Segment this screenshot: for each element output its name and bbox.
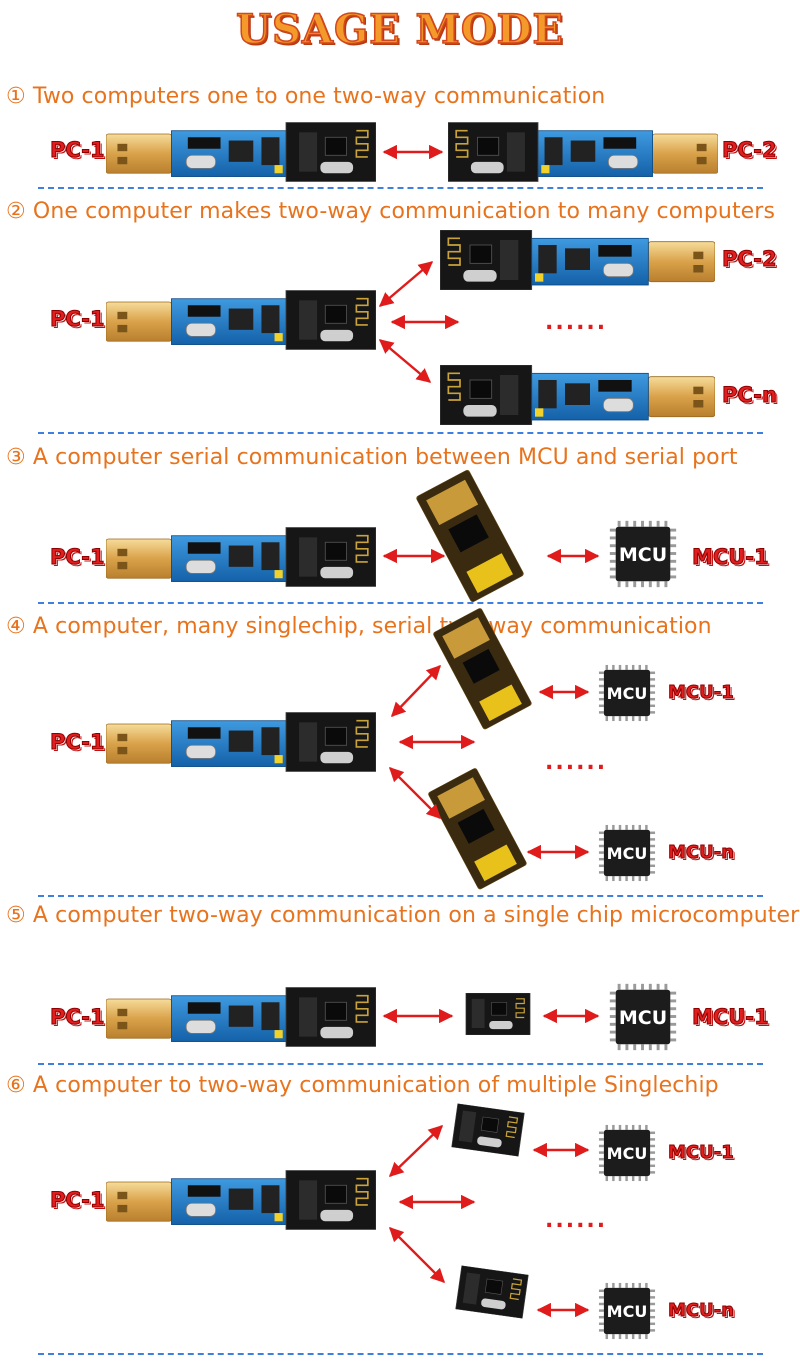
section-4-title: ④ A computer, many singlechip, serial tw… [6,614,712,639]
separator [38,895,763,897]
label-mcu-1: MCU-1 [692,1005,770,1030]
separator [38,602,763,604]
more-dots: ...... [545,750,608,775]
separator [38,187,763,189]
page-title: USAGE MODE [235,5,564,54]
section-1-title: ① Two computers one to one two-way commu… [6,84,606,109]
separator [38,1063,763,1065]
label-mcu-1: MCU-1 [668,682,735,704]
mcu-chip-text: MCU [607,844,648,863]
arrow [391,664,441,718]
label-pc-1: PC-1 [50,1005,106,1030]
label-mcu-1: MCU-1 [668,1142,735,1164]
mcu-chip-text: MCU [619,1007,667,1029]
label-pc-n: PC-n [722,383,778,408]
label-pc-1: PC-1 [50,730,106,755]
arrow [378,339,432,383]
label-pc-2: PC-2 [722,247,778,272]
mcu-chip: MCU [609,520,677,588]
arrow [388,1125,444,1177]
label-pc-1: PC-1 [50,1188,106,1213]
label-mcu-n: MCU-n [667,1300,735,1322]
mcu-chip-text: MCU [607,1302,648,1321]
label-pc-1: PC-1 [50,545,106,570]
label-pc-1: PC-1 [50,138,106,163]
mcu-chip: MCU [598,1282,656,1340]
arrow [388,1226,446,1284]
mcu-chip-text: MCU [619,544,667,566]
more-dots: ...... [545,1208,608,1233]
label-pc-1: PC-1 [50,307,106,332]
mcu-chip: MCU [598,1124,656,1182]
mcu-chip: MCU [598,664,656,722]
mcu-chip: MCU [598,824,656,882]
arrow [388,766,442,820]
section-6-title: ⑥ A computer to two-way communication of… [6,1073,719,1098]
section-3-title: ③ A computer serial communication betwee… [6,445,738,470]
mcu-chip-text: MCU [607,684,648,703]
label-pc-2: PC-2 [722,138,778,163]
separator [38,432,763,434]
mcu-chip-text: MCU [607,1144,648,1163]
section-2-title: ② One computer makes two-way communicati… [6,199,776,224]
more-dots: ...... [545,310,608,335]
mcu-chip: MCU [609,983,677,1051]
section-5-title: ⑤ A computer two-way communication on a … [6,903,800,928]
arrow [378,261,434,307]
label-mcu-1: MCU-1 [692,545,770,570]
separator [38,1353,763,1355]
label-mcu-n: MCU-n [667,842,735,864]
